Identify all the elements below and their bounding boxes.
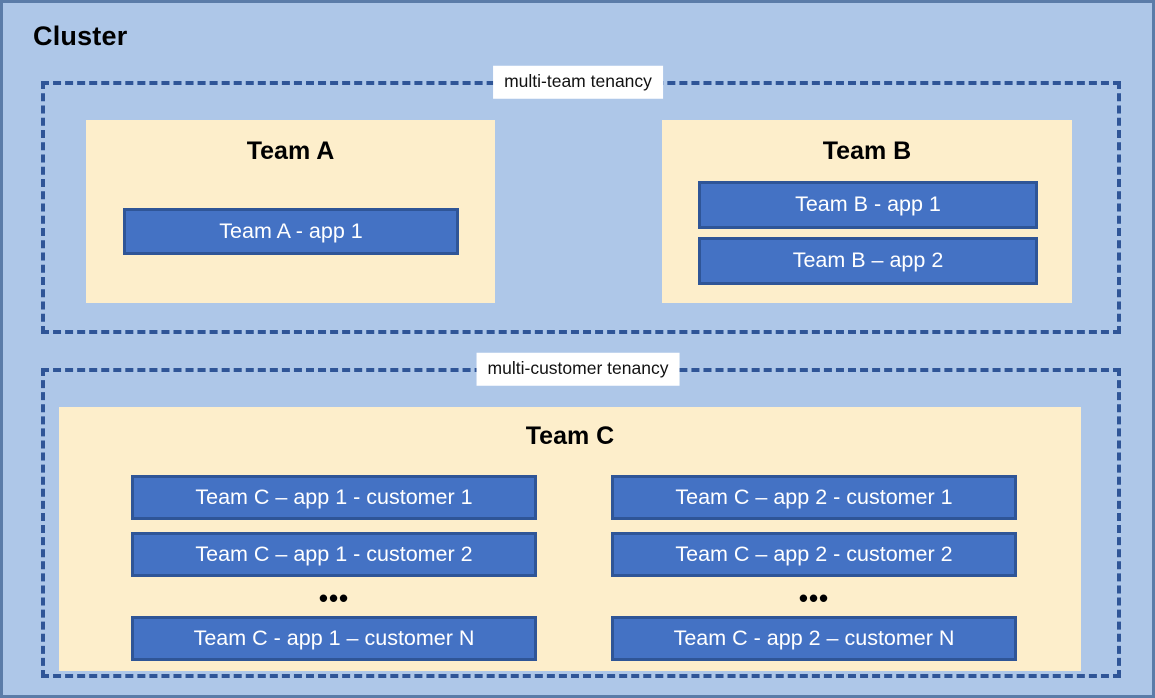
zone-label-multi-team-tenancy: multi-team tenancy <box>493 65 663 99</box>
app-chip-team-c-app-2-customer-2[interactable]: Team C – app 2 - customer 2 <box>611 532 1017 577</box>
team-box-team-b: Team B Team B - app 1 Team B – app 2 <box>662 120 1072 303</box>
team-box-team-a: Team A Team A - app 1 <box>86 120 495 303</box>
app-chip-team-b-app-2[interactable]: Team B – app 2 <box>698 237 1038 285</box>
app-chip-team-c-app-1-customer-2[interactable]: Team C – app 1 - customer 2 <box>131 532 537 577</box>
page-title: Cluster <box>33 21 128 51</box>
app-chip-team-c-app-1-customer-n[interactable]: Team C - app 1 – customer N <box>131 616 537 661</box>
ellipsis-team-c-app-2: ••• <box>798 583 830 613</box>
app-chip-team-c-app-2-customer-1[interactable]: Team C – app 2 - customer 1 <box>611 475 1017 520</box>
team-title-team-b: Team B <box>822 137 912 165</box>
zone-label-multi-customer-tenancy: multi-customer tenancy <box>476 352 680 386</box>
app-chip-team-b-app-1[interactable]: Team B - app 1 <box>698 181 1038 229</box>
app-chip-team-c-app-2-customer-n[interactable]: Team C - app 2 – customer N <box>611 616 1017 661</box>
team-title-team-c: Team C <box>525 422 615 450</box>
team-box-team-c: Team C Team C – app 1 - customer 1 Team … <box>59 407 1081 671</box>
team-title-team-a: Team A <box>246 137 335 165</box>
ellipsis-team-c-app-1: ••• <box>318 583 350 613</box>
app-chip-team-c-app-1-customer-1[interactable]: Team C – app 1 - customer 1 <box>131 475 537 520</box>
app-chip-team-a-app-1[interactable]: Team A - app 1 <box>123 208 459 255</box>
